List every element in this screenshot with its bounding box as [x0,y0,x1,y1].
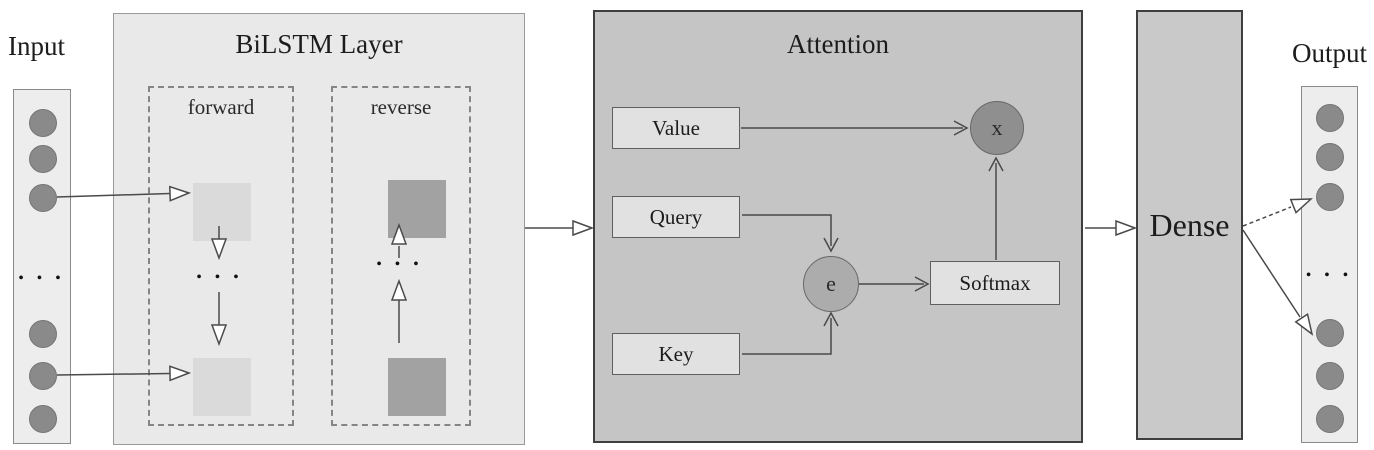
output-neuron [1316,183,1344,211]
reverse-ellipsis: • • • [376,257,424,272]
input-neuron [29,145,57,173]
output-ellipsis: • • • [1306,268,1353,283]
reverse-lstm-cell [388,358,446,416]
input-neuron [29,184,57,212]
dense-box: Dense [1136,10,1243,440]
attention-title: Attention [787,29,889,59]
reverse-lstm-cell [388,180,446,238]
input-ellipsis: • • • [18,271,66,286]
arrow-attention-to-dense [1085,219,1138,237]
attention-score-node: e [803,256,859,312]
output-neuron [1316,319,1344,347]
input-neuron [29,320,57,348]
reverse-lstm-box: reverse [331,86,471,426]
input-neuron [29,362,57,390]
bilstm-layer-title: BiLSTM Layer [235,29,403,59]
forward-label: forward [187,95,255,119]
input-column [13,89,71,444]
output-neuron [1316,143,1344,171]
output-neuron [1316,362,1344,390]
key-box: Key [612,333,740,375]
input-neuron [29,109,57,137]
query-box: Query [612,196,740,238]
attention-multiply-node: x [970,101,1024,155]
output-label: Output [1292,38,1368,68]
input-label: Input [8,31,65,61]
forward-lstm-box: forward [148,86,294,426]
softmax-box: Softmax [930,261,1060,305]
bilstm-layer-box: BiLSTM Layer forward reverse [113,13,525,445]
forward-lstm-cell [193,358,251,416]
output-neuron [1316,405,1344,433]
dense-label: Dense [1149,206,1230,243]
reverse-label: reverse [370,95,432,119]
forward-lstm-cell [193,183,251,241]
output-neuron [1316,104,1344,132]
value-box: Value [612,107,740,149]
input-neuron [29,405,57,433]
output-column [1301,86,1358,443]
forward-ellipsis: • • • [196,270,244,285]
arrow-bilstm-to-attention [525,219,595,237]
